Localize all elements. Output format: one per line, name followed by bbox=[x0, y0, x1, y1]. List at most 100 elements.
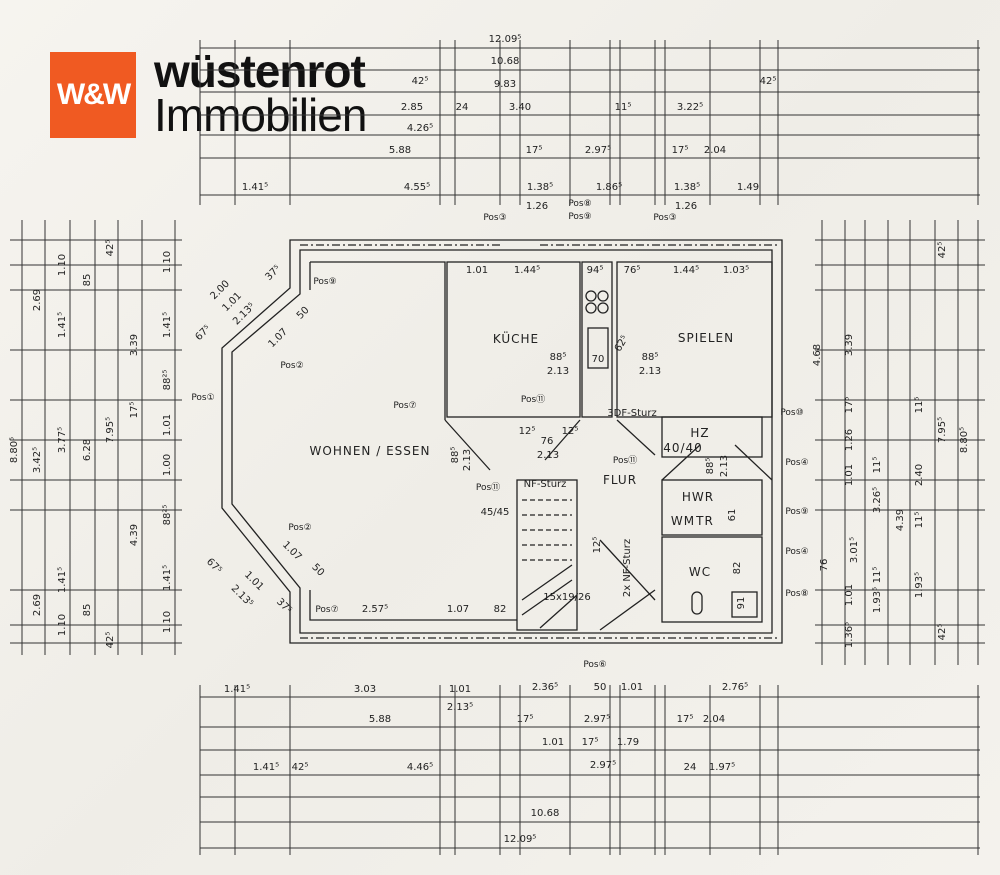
position-marker: Pos⑧ bbox=[568, 199, 591, 209]
dimension-label-left: 8.80⁵ bbox=[9, 437, 20, 463]
toilet bbox=[691, 591, 703, 615]
interior-dimension: 2.13 bbox=[719, 455, 730, 477]
interior-dimension: 76 bbox=[541, 436, 554, 447]
dimension-label-bottom: 2.97⁵ bbox=[590, 760, 616, 771]
interior-dimension: 50 bbox=[309, 562, 326, 579]
interior-dimension: 12⁵ bbox=[562, 426, 579, 437]
dimension-label-right: 7.95⁵ bbox=[937, 417, 948, 443]
interior-dimension: 2.13 bbox=[462, 449, 473, 471]
dimension-label-bottom: 1.01 bbox=[621, 682, 643, 693]
dimension-label-left: 1.41⁵ bbox=[57, 567, 68, 593]
dimension-label-top: 24 bbox=[456, 102, 469, 113]
dimension-label-top: 5.88 bbox=[389, 145, 411, 156]
dimension-label-top: 1.86⁵ bbox=[596, 182, 622, 193]
room-label: HWR bbox=[682, 490, 714, 504]
interior-dimension: 67⁵ bbox=[193, 323, 213, 343]
dimension-label-left: 6.28 bbox=[82, 439, 93, 461]
dimension-label-top: 4.26⁵ bbox=[407, 123, 433, 134]
interior-dimension: 1.07 bbox=[280, 539, 304, 563]
dimension-label-right: 1.93⁵ bbox=[872, 587, 883, 613]
interior-dimension: 1.07 bbox=[266, 326, 290, 350]
dimension-label-right: 42⁵ bbox=[937, 242, 948, 259]
dimension-label-top: 17⁵ bbox=[526, 145, 543, 156]
dimension-label-right: 1.26 bbox=[844, 429, 855, 451]
dimension-label-left: 2.69 bbox=[32, 289, 43, 311]
dimension-label-left: 85 bbox=[82, 274, 93, 287]
dimension-label-right: 2.40 bbox=[914, 464, 925, 486]
position-marker: Pos③ bbox=[653, 213, 676, 223]
brand-name: wüstenrot bbox=[154, 45, 366, 97]
position-marker: Pos② bbox=[288, 523, 311, 533]
stove-burner bbox=[585, 302, 597, 314]
dimension-label-left: 42⁵ bbox=[105, 240, 116, 257]
walls bbox=[221, 239, 783, 644]
dimension-label-right: 11⁵ bbox=[872, 457, 883, 474]
dimension-label-top: 10.68 bbox=[491, 56, 520, 67]
interior-dimension: 2x NF-Sturz bbox=[622, 539, 633, 597]
dimension-label-top: 3.22⁵ bbox=[677, 102, 703, 113]
kitchen-counter bbox=[581, 261, 613, 418]
outer-wall bbox=[221, 239, 783, 644]
room-label: WC bbox=[689, 565, 711, 579]
interior-dimension: 70 bbox=[592, 354, 605, 365]
dimension-label-right: 11⁵ bbox=[872, 567, 883, 584]
dimension-label-top: 1.41⁵ bbox=[242, 182, 268, 193]
interior-dimension: 88⁵ bbox=[642, 352, 659, 363]
dimension-label-top: 42⁵ bbox=[412, 76, 429, 87]
dimension-label-right: 11⁵ bbox=[914, 397, 925, 414]
interior-dimension: 1.44⁵ bbox=[514, 265, 540, 276]
interior-dimension: 1.01 bbox=[466, 265, 488, 276]
interior-dimension: 91 bbox=[736, 597, 747, 610]
dimension-label-top: 2.85 bbox=[401, 102, 423, 113]
dimension-label-bottom: 1.79 bbox=[617, 737, 639, 748]
dimension-label-right: 1.36⁵ bbox=[844, 622, 855, 648]
dimension-label-bottom: 10.68 bbox=[531, 808, 560, 819]
dimension-label-bottom: 2.76⁵ bbox=[722, 682, 748, 693]
position-marker: Pos⑩ bbox=[780, 408, 803, 418]
position-marker: Pos⑥ bbox=[583, 660, 606, 670]
dimension-label-right: 76 bbox=[819, 559, 830, 572]
dimension-label-top: 9.83 bbox=[494, 79, 516, 90]
interior-dimension: 2.13⁵ bbox=[229, 583, 255, 609]
interior-dimension: 12⁵ bbox=[519, 426, 536, 437]
dimension-label-left: 1.41⁵ bbox=[162, 565, 173, 591]
dimension-label-bottom: 1.97⁵ bbox=[709, 762, 735, 773]
dimension-label-bottom: 17⁵ bbox=[582, 737, 599, 748]
interior-dimension: 50 bbox=[295, 305, 312, 322]
dimension-label-right: 8.80⁵ bbox=[959, 427, 970, 453]
dimension-label-left: 1.01 bbox=[162, 414, 173, 436]
stove-burner bbox=[597, 290, 609, 302]
interior-dimension: 88⁵ bbox=[705, 458, 716, 475]
stair-steps bbox=[522, 499, 572, 561]
position-marker: Pos② bbox=[280, 361, 303, 371]
interior-dimension: 2.13 bbox=[547, 366, 569, 377]
interior-dimension: 88⁵ bbox=[550, 352, 567, 363]
position-marker: Pos⑪ bbox=[476, 482, 500, 493]
interior-dimension: 12⁵ bbox=[592, 537, 603, 554]
dimension-label-left: 3.42⁵ bbox=[32, 447, 43, 473]
dimension-label-right: 42⁵ bbox=[937, 624, 948, 641]
dimension-label-bottom: 2.97⁵ bbox=[584, 714, 610, 725]
dimension-label-bottom: 2.36⁵ bbox=[532, 682, 558, 693]
wohnen-inner bbox=[309, 261, 517, 621]
interior-dimension: 1.44⁵ bbox=[673, 265, 699, 276]
position-marker: Pos① bbox=[191, 393, 214, 403]
interior-dimension: NF-Sturz bbox=[524, 479, 567, 490]
dimension-label-left: 17⁵ bbox=[129, 402, 140, 419]
dimension-label-right: 4.39 bbox=[895, 509, 906, 531]
interior-dimension: 94⁵ bbox=[587, 265, 604, 276]
room-label: KÜCHE bbox=[493, 330, 539, 346]
dimension-label-left: 1.10 bbox=[162, 251, 173, 273]
dimension-label-top: 1.26 bbox=[675, 201, 697, 212]
window-lines bbox=[300, 244, 780, 639]
dimension-label-top: 1.26 bbox=[526, 201, 548, 212]
interior-dimension: 82 bbox=[732, 562, 743, 575]
dimension-label-left: 85 bbox=[82, 604, 93, 617]
dimension-label-right: 3.26⁵ bbox=[872, 487, 883, 513]
position-marker: Pos⑨ bbox=[568, 212, 591, 222]
room-label: TR bbox=[695, 514, 714, 528]
dimension-label-bottom: 2.13⁵ bbox=[447, 702, 473, 713]
position-marker: Pos⑨ bbox=[313, 277, 336, 287]
dimension-label-bottom: 2.04 bbox=[703, 714, 725, 725]
position-marker: Pos⑪ bbox=[521, 394, 545, 405]
